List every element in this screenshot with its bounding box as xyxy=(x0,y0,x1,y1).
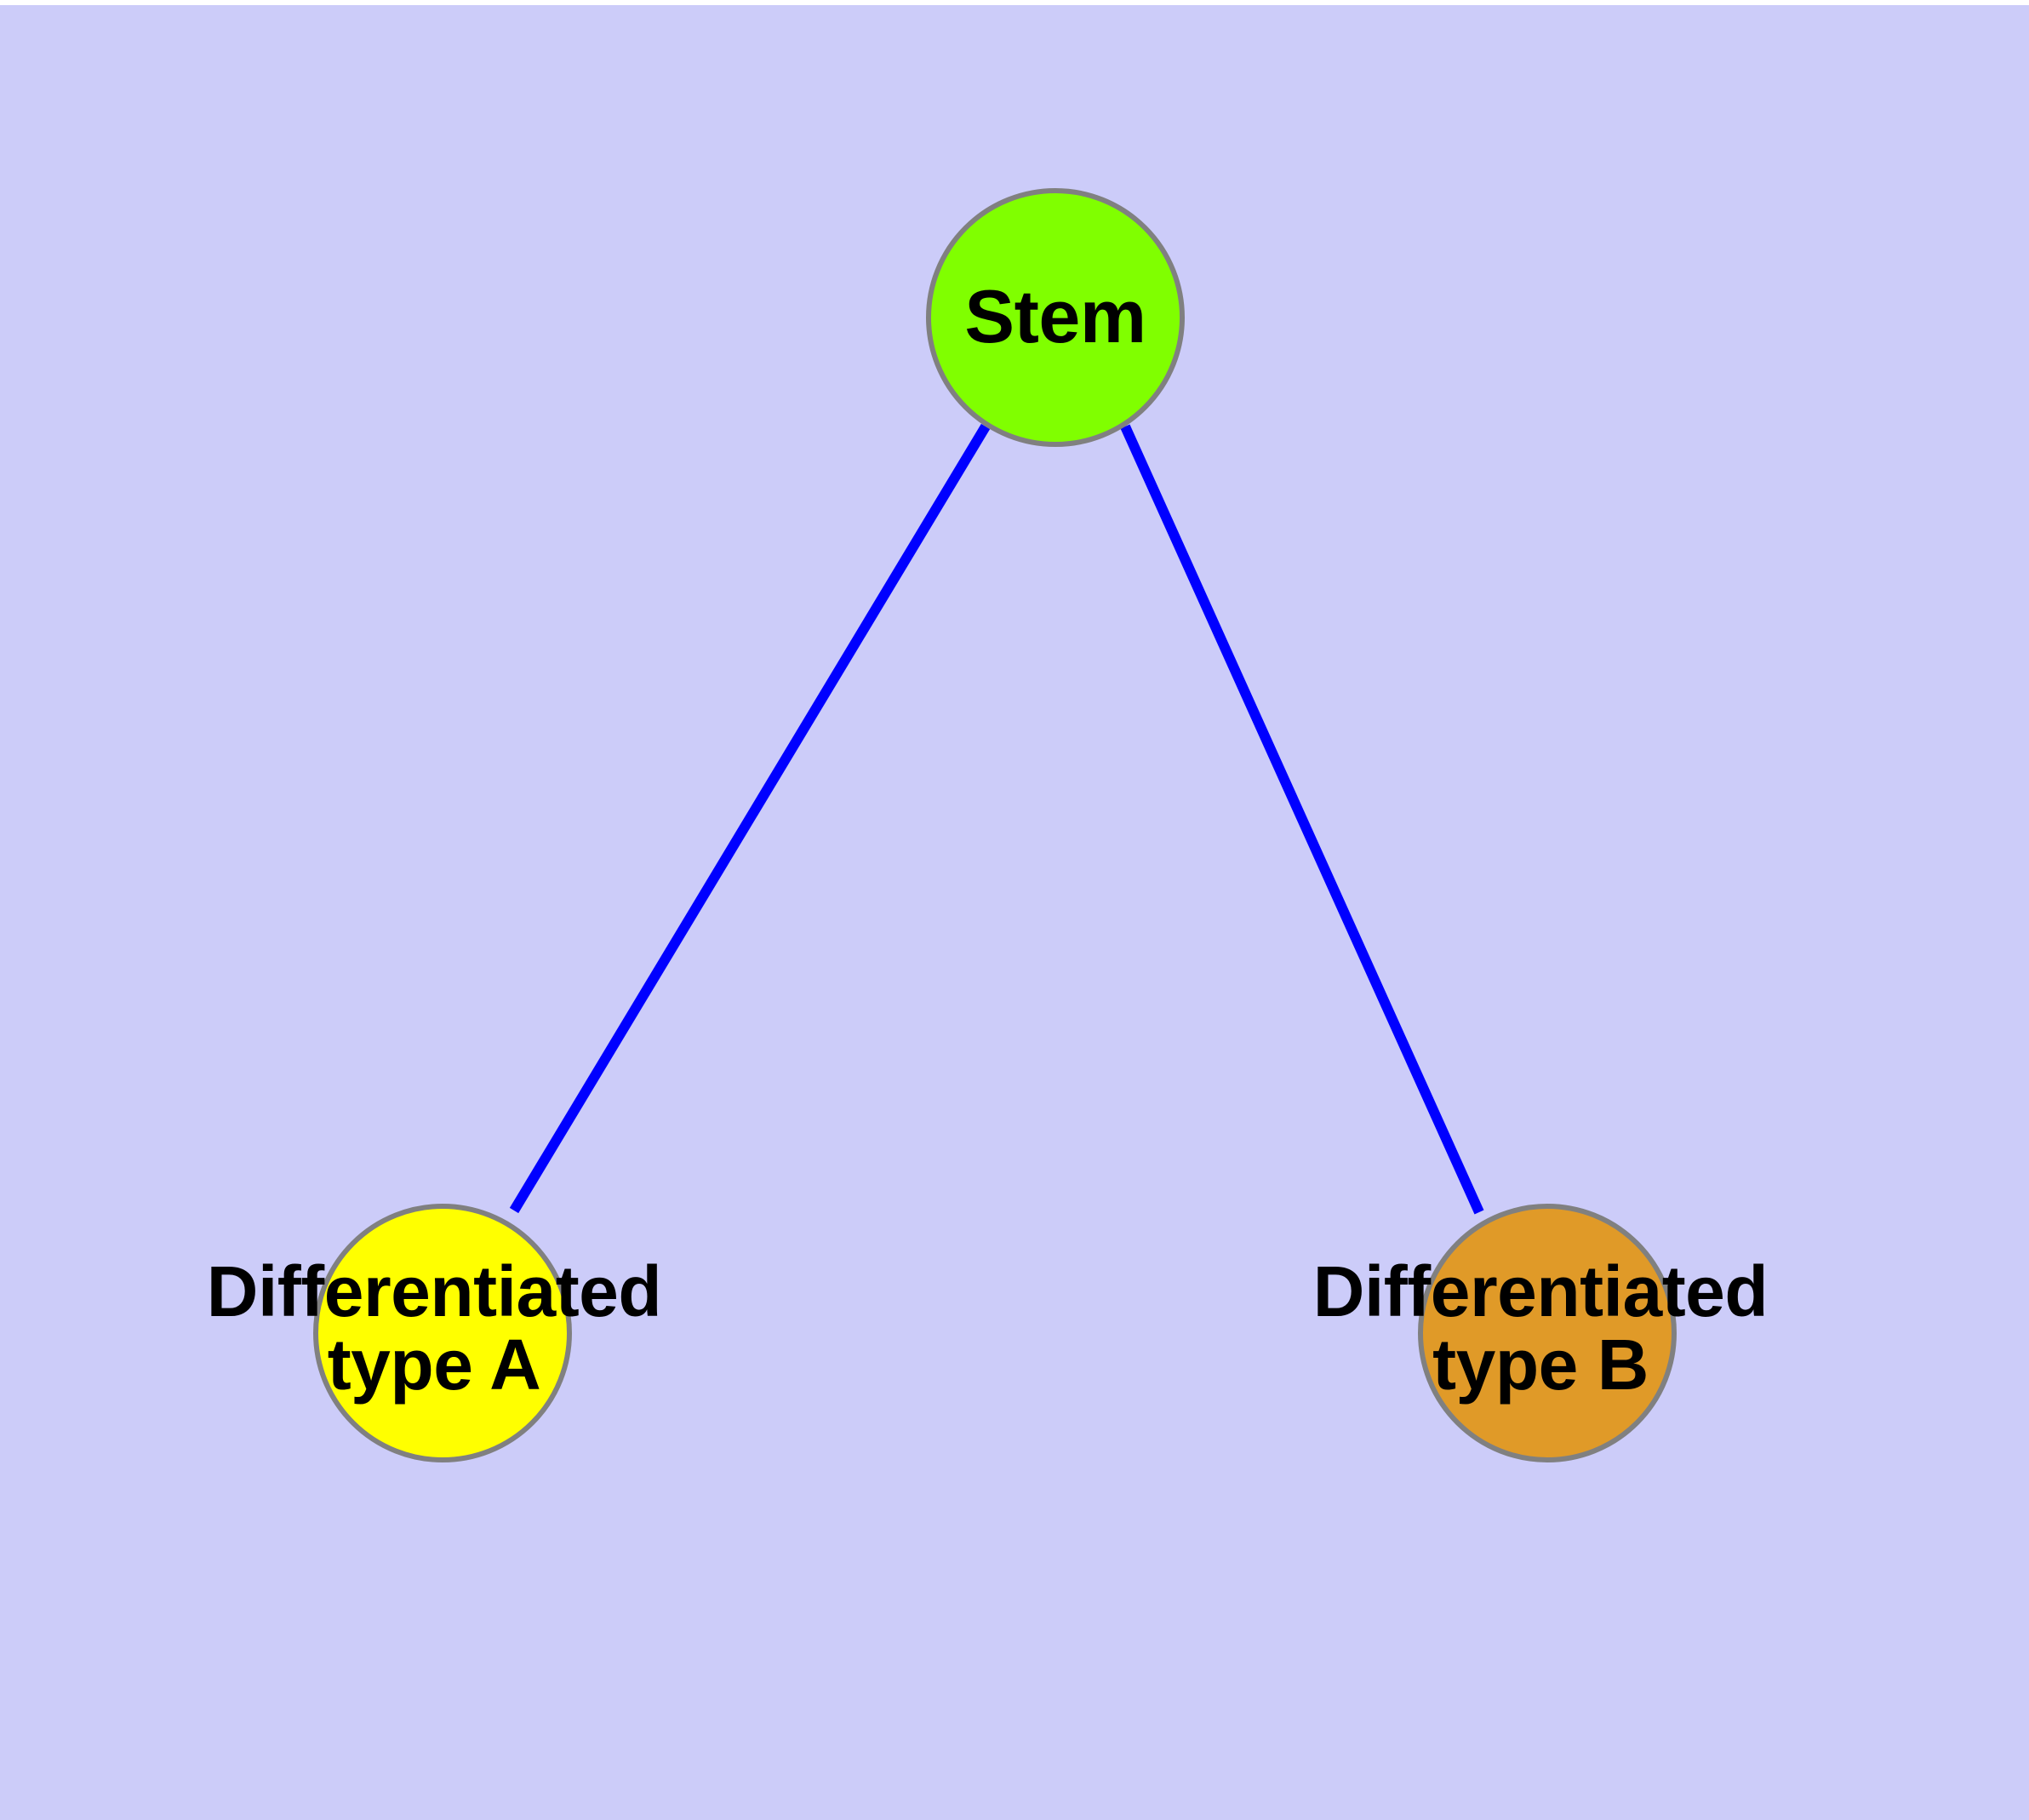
node-stem[interactable] xyxy=(926,188,1185,447)
edge-stem-to-diff-a[interactable] xyxy=(509,423,991,1214)
node-diff-a[interactable] xyxy=(313,1204,572,1462)
node-layer xyxy=(313,188,1677,1462)
node-diff-b[interactable] xyxy=(1418,1204,1677,1462)
edge-stem-to-diff-b[interactable] xyxy=(1120,424,1484,1215)
edge-layer xyxy=(509,423,1484,1215)
